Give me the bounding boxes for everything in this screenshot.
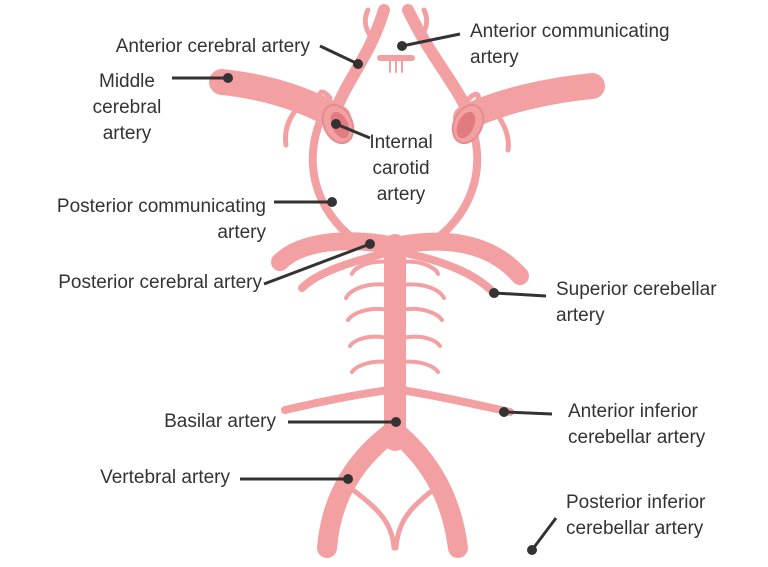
label-basilar-artery: Basilar artery (164, 411, 276, 432)
label-posterior-communicating-line2: artery (217, 222, 266, 243)
label-internal-carotid-line3: artery (376, 184, 426, 205)
label-anterior-cerebral-artery: Anterior cerebral artery (115, 36, 310, 57)
label-middle-cerebral-line1: Middle (99, 71, 155, 92)
anterior-cerebral-artery-right (402, 4, 474, 118)
label-posterior-cerebral-artery: Posterior cerebral artery (58, 272, 262, 293)
vertebral-artery-left (317, 422, 402, 558)
leader-superior-cerebellar (493, 291, 547, 298)
label-internal-carotid-artery: Internal carotid artery (356, 130, 446, 208)
label-posterior-inferior-cerebellar-line2: cerebellar artery (566, 518, 704, 539)
label-middle-cerebral-artery: Middle cerebral artery (72, 69, 182, 147)
label-posterior-communicating-artery: Posterior communicating artery (14, 194, 266, 246)
posterior-cerebral-artery-right (386, 232, 529, 285)
leader-posterior-cerebral (263, 242, 371, 286)
middle-cerebral-artery-right (453, 73, 605, 131)
label-anterior-communicating-artery: Anterior communicating artery (470, 19, 670, 71)
leader-anterior-cerebral (319, 44, 359, 66)
posterior-communicating-artery-left (308, 106, 359, 244)
posterior-cerebral-artery-left (271, 232, 404, 271)
label-internal-carotid-line2: carotid (372, 158, 430, 179)
label-posterior-inferior-cerebellar-artery: Posterior inferior cerebellar artery (566, 490, 705, 542)
label-superior-cerebellar-line2: artery (556, 305, 605, 326)
label-anterior-inferior-cerebellar-line1: Anterior inferior (568, 401, 698, 422)
label-posterior-communicating-line1: Posterior communicating (56, 196, 266, 217)
pontine-branches (344, 259, 446, 374)
label-internal-carotid-line1: Internal (369, 132, 433, 153)
label-anterior-communicating-line1: Anterior communicating (470, 21, 670, 42)
label-anterior-inferior-cerebellar-artery: Anterior inferior cerebellar artery (568, 399, 705, 451)
anterior-spinal-artery-left (345, 483, 397, 551)
anterior-inferior-cerebellar-right (397, 386, 514, 416)
label-posterior-inferior-cerebellar-line1: Posterior inferior (566, 492, 706, 513)
arteries (209, 4, 605, 558)
label-anterior-inferior-cerebellar-line2: cerebellar artery (568, 427, 706, 448)
leader-anterior-inferior-cerebellar (503, 410, 553, 416)
leader-anterior-communicating (401, 32, 461, 48)
anterior-spinal-artery-right (393, 483, 441, 551)
label-vertebral-artery: Vertebral artery (100, 467, 230, 488)
label-middle-cerebral-line3: artery (102, 123, 152, 144)
label-superior-cerebellar-line1: Superior cerebellar (556, 279, 717, 300)
label-middle-cerebral-line2: cerebral (92, 97, 162, 118)
anterior-inferior-cerebellar-left (281, 386, 393, 414)
leader-posterior-inferior-cerebellar (530, 517, 558, 551)
vertebral-artery-right (386, 422, 468, 558)
label-superior-cerebellar-artery: Superior cerebellar artery (556, 277, 717, 329)
superior-cerebellar-artery-right (396, 248, 499, 298)
leader-internal-carotid (335, 122, 371, 140)
label-anterior-communicating-line2: artery (470, 47, 519, 68)
superior-cerebellar-artery-left (298, 248, 394, 292)
leader-dots (223, 41, 537, 555)
leader-lines (172, 32, 558, 551)
